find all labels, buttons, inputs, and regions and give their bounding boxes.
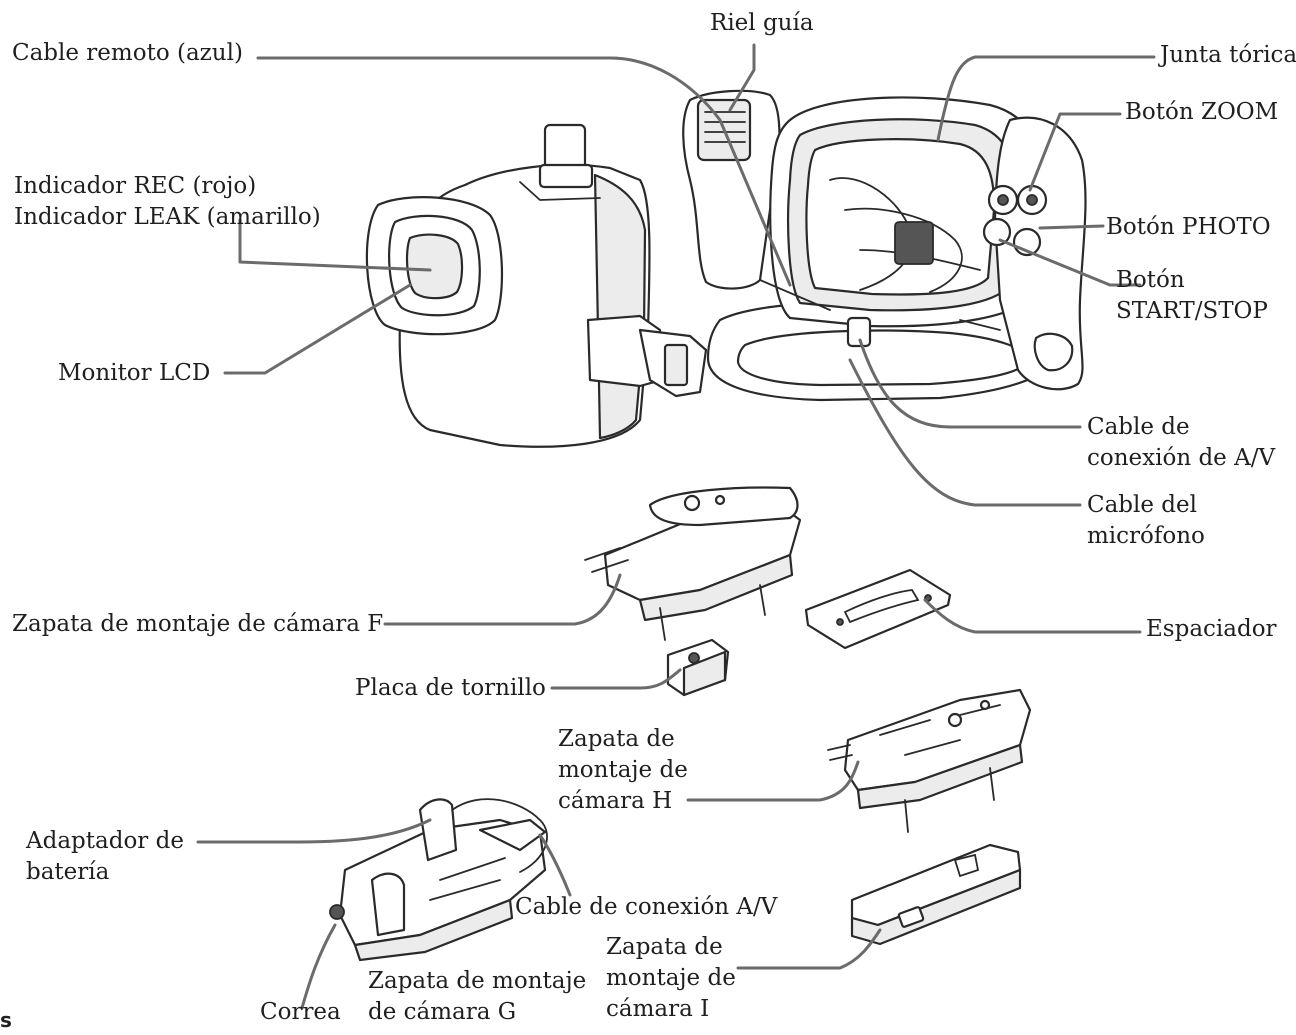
label-junta-torica: Junta tórica	[1160, 42, 1296, 68]
leader-correa	[300, 923, 337, 1010]
camera-mount-shoe-f	[584, 486, 802, 641]
leader-lines	[196, 43, 1156, 1010]
front-housing	[682, 89, 1087, 402]
label-zapata-g: Zapata de montaje de cámara G	[368, 966, 586, 1028]
leader-riel-guia	[728, 43, 756, 112]
label-boton-photo: Botón PHOTO	[1106, 214, 1271, 240]
leader-zapata-i	[736, 928, 882, 970]
leader-zapata-f	[383, 573, 622, 626]
label-zapata-g-line2: de cámara G	[368, 999, 517, 1025]
label-boton-start-line2: START/STOP	[1116, 298, 1268, 324]
leader-boton-photo	[1038, 224, 1105, 230]
leader-cable-conexion	[538, 833, 572, 897]
label-zapata-i: Zapata de montaje de cámara I	[606, 932, 736, 1025]
label-zapata-g-line1: Zapata de montaje	[368, 968, 587, 994]
label-indicador-leak: Indicador LEAK (amarillo)	[14, 204, 321, 230]
rear-housing	[365, 123, 708, 448]
leader-zapata-h	[686, 760, 860, 802]
label-zapata-i-line1: Zapata de	[606, 934, 723, 960]
label-boton-start-stop: Botón START/STOP	[1116, 265, 1268, 327]
label-zapata-i-line2: montaje de	[606, 965, 736, 991]
leader-cable-av	[858, 338, 1082, 429]
spacer-plate	[804, 568, 952, 650]
label-cable-conexion-av-g: Cable de conexión A/V	[515, 894, 778, 920]
label-zapata-h-line1: Zapata de	[558, 726, 675, 752]
leader-indicador	[238, 218, 432, 272]
label-zapata-h-line2: montaje de	[558, 757, 688, 783]
label-indicador-rec: Indicador REC (rojo)	[14, 173, 257, 199]
label-cable-microfono: Cable del micrófono	[1087, 490, 1205, 552]
page-fragment: s	[0, 1008, 12, 1032]
leader-boton-start	[998, 238, 1142, 287]
label-cable-remoto: Cable remoto (azul)	[12, 40, 243, 66]
label-cable-mic-line1: Cable del	[1087, 492, 1198, 518]
label-cable-conexion-av: Cable de conexión de A/V	[1087, 412, 1275, 474]
leader-espaciador	[923, 598, 1142, 634]
leader-monitor-lcd	[223, 283, 412, 375]
label-correa: Correa	[260, 999, 341, 1025]
label-espaciador: Espaciador	[1146, 616, 1277, 642]
label-cable-mic-line2: micrófono	[1087, 523, 1205, 549]
leader-adaptador	[196, 818, 432, 844]
label-boton-zoom: Botón ZOOM	[1125, 99, 1279, 125]
screw-plate	[666, 638, 730, 697]
label-zapata-h-line3: cámara H	[558, 788, 673, 814]
battery-adapter-assembly	[329, 798, 548, 962]
label-cable-av-line1: Cable de	[1087, 414, 1190, 440]
label-adaptador-line2: batería	[26, 859, 110, 885]
leader-placa	[550, 668, 682, 690]
label-zapata-h: Zapata de montaje de cámara H	[558, 724, 688, 817]
label-zapata-f: Zapata de montaje de cámara F	[12, 611, 384, 637]
leader-junta-torica	[936, 55, 1156, 142]
leader-cable-remoto	[256, 56, 792, 287]
camera-mount-shoe-h	[827, 688, 1032, 833]
label-boton-start-line1: Botón	[1116, 267, 1185, 293]
label-riel-guia: Riel guía	[710, 10, 814, 36]
label-adaptador-line1: Adaptador de	[26, 828, 184, 854]
label-monitor-lcd: Monitor LCD	[58, 360, 211, 386]
label-adaptador-bateria: Adaptador de batería	[26, 826, 184, 888]
leader-cable-mic	[848, 358, 1082, 507]
label-cable-av-line2: conexión de A/V	[1087, 445, 1276, 471]
leader-boton-zoom	[1028, 112, 1122, 192]
label-zapata-i-line3: cámara I	[606, 996, 710, 1022]
label-placa-tornillo: Placa de tornillo	[355, 675, 546, 701]
camera-mount-shoe-i	[850, 843, 1022, 946]
